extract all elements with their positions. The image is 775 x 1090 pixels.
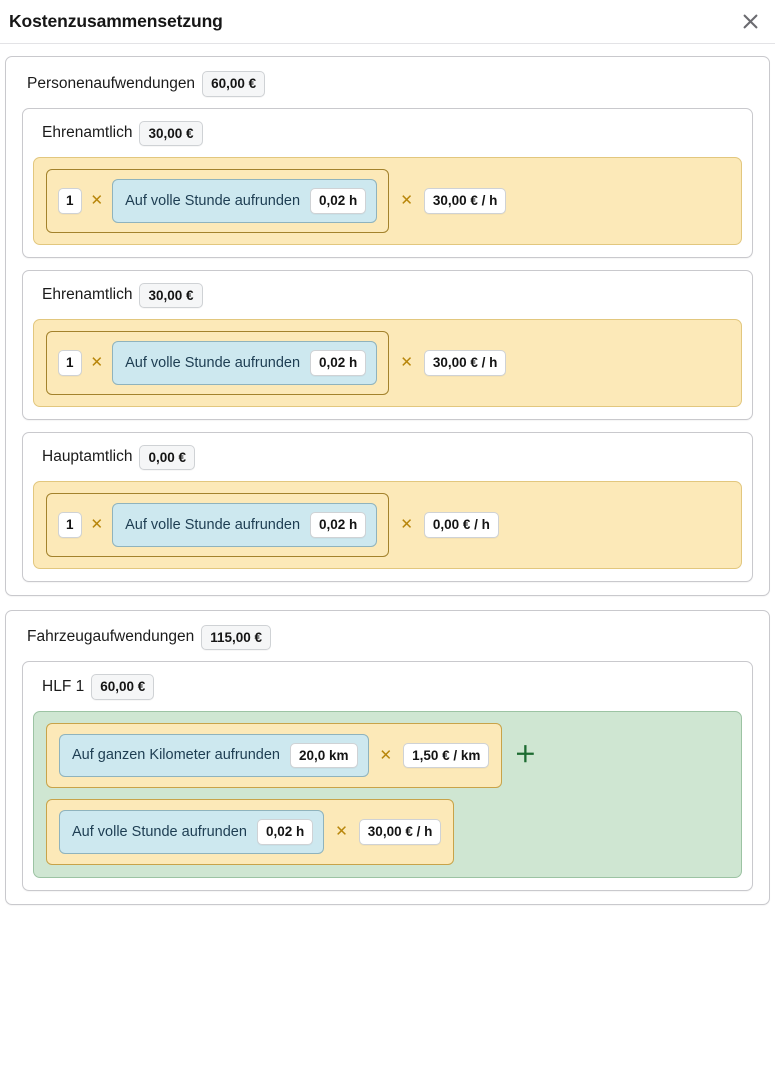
quantity-badge: 1 <box>58 188 82 214</box>
multiply-icon: ✕ <box>90 516 104 534</box>
group-label: Hauptamtlich <box>42 448 133 466</box>
group-heading: Ehrenamtlich 30,00 € <box>42 120 742 147</box>
rate-badge: 1,50 € / km <box>403 742 490 769</box>
vehicle-total-badge: 60,00 € <box>91 674 155 700</box>
rounding-value-badge: 20,0 km <box>289 742 358 769</box>
group-label: Ehrenamtlich <box>42 286 133 304</box>
rounding-label: Auf volle Stunde aufrunden <box>125 516 301 533</box>
group-card: Hauptamtlich 0,00 € 1 ✕ Auf volle Stunde… <box>22 431 753 582</box>
vehicle-heading: HLF 1 60,00 € <box>42 674 742 700</box>
multiply-icon: ✕ <box>400 516 413 534</box>
quantity-badge: 1 <box>58 512 82 538</box>
section-personnel-total: 60,00 € <box>202 71 266 97</box>
quantity-badge: 1 <box>58 350 82 376</box>
rounding-value-badge: 0,02 h <box>310 350 367 376</box>
calculation-row: Auf volle Stunde aufrunden 0,02 h ✕ 30,0… <box>46 799 729 865</box>
plus-icon: ＋ <box>514 742 537 768</box>
calculation-row: 1 ✕ Auf volle Stunde aufrunden 0,02 h ✕ … <box>46 493 729 557</box>
section-personnel-expenses: Personenaufwendungen 60,00 € Ehrenamtlic… <box>5 56 770 596</box>
group-card: Ehrenamtlich 30,00 € 1 ✕ Auf volle Stund… <box>22 269 753 420</box>
vehicle-calculation-panel: Auf ganzen Kilometer aufrunden 20,0 km ✕… <box>33 710 742 878</box>
multiply-icon: ✕ <box>90 354 104 372</box>
section-personnel-label: Personenaufwendungen <box>27 74 196 92</box>
page-title: Kostenzusammensetzung <box>9 10 223 31</box>
vehicle-card: HLF 1 60,00 € Auf ganzen Kilometer aufru… <box>22 661 753 891</box>
calculation-panel: 1 ✕ Auf volle Stunde aufrunden 0,02 h ✕ … <box>33 157 742 245</box>
close-icon-glyph <box>743 14 757 29</box>
group-heading: Ehrenamtlich 30,00 € <box>42 282 742 309</box>
section-vehicle-label: Fahrzeugaufwendungen <box>27 628 195 646</box>
section-personnel-heading: Personenaufwendungen 60,00 € <box>27 71 759 97</box>
rate-badge: 0,00 € / h <box>423 512 499 538</box>
rounding-value-badge: 0,02 h <box>310 188 367 214</box>
term-box: Auf ganzen Kilometer aufrunden 20,0 km ✕… <box>46 722 503 789</box>
rounding-label: Auf volle Stunde aufrunden <box>125 192 301 209</box>
section-vehicle-total: 115,00 € <box>201 624 271 651</box>
rounding-label: Auf volle Stunde aufrunden <box>72 823 247 840</box>
group-total-badge: 0,00 € <box>139 444 196 471</box>
rounding-chip: Auf ganzen Kilometer aufrunden 20,0 km <box>59 733 369 778</box>
term-box: 1 ✕ Auf volle Stunde aufrunden 0,02 h <box>46 331 390 395</box>
vehicle-label: HLF 1 <box>42 677 85 695</box>
group-card: Ehrenamtlich 30,00 € 1 ✕ Auf volle Stund… <box>22 107 753 258</box>
section-vehicle-expenses: Fahrzeugaufwendungen 115,00 € HLF 1 60,0… <box>5 609 770 905</box>
calculation-panel: 1 ✕ Auf volle Stunde aufrunden 0,02 h ✕ … <box>33 481 742 569</box>
rate-badge: 30,00 € / h <box>423 350 507 376</box>
group-label: Ehrenamtlich <box>42 124 133 142</box>
calculation-row: Auf ganzen Kilometer aufrunden 20,0 km ✕… <box>46 722 729 789</box>
group-total-badge: 30,00 € <box>139 282 203 309</box>
multiply-icon: ✕ <box>400 354 413 372</box>
multiply-icon: ✕ <box>335 823 348 841</box>
rounding-label: Auf ganzen Kilometer aufrunden <box>72 747 280 764</box>
modal-body: Personenaufwendungen 60,00 € Ehrenamtlic… <box>0 44 775 905</box>
term-box: 1 ✕ Auf volle Stunde aufrunden 0,02 h <box>46 169 390 233</box>
rounding-chip: Auf volle Stunde aufrunden 0,02 h <box>112 503 378 547</box>
close-icon[interactable] <box>739 11 761 33</box>
term-box: Auf volle Stunde aufrunden 0,02 h ✕ 30,0… <box>46 799 455 865</box>
multiply-icon: ✕ <box>90 192 104 210</box>
modal-header: Kostenzusammensetzung <box>0 0 775 44</box>
rounding-value-badge: 0,02 h <box>310 512 367 538</box>
multiply-icon: ✕ <box>379 746 393 764</box>
calculation-row: 1 ✕ Auf volle Stunde aufrunden 0,02 h ✕ … <box>46 331 729 395</box>
rounding-chip: Auf volle Stunde aufrunden 0,02 h <box>112 341 378 385</box>
rate-badge: 30,00 € / h <box>358 819 442 845</box>
rounding-chip: Auf volle Stunde aufrunden 0,02 h <box>112 179 378 223</box>
group-heading: Hauptamtlich 0,00 € <box>42 444 742 471</box>
term-box: 1 ✕ Auf volle Stunde aufrunden 0,02 h <box>46 493 390 557</box>
rounding-value-badge: 0,02 h <box>256 819 314 845</box>
rounding-label: Auf volle Stunde aufrunden <box>125 354 301 371</box>
calculation-row: 1 ✕ Auf volle Stunde aufrunden 0,02 h ✕ … <box>46 169 729 233</box>
rounding-chip: Auf volle Stunde aufrunden 0,02 h <box>59 810 325 854</box>
calculation-panel: 1 ✕ Auf volle Stunde aufrunden 0,02 h ✕ … <box>33 319 742 407</box>
group-total-badge: 30,00 € <box>139 120 203 147</box>
section-vehicle-heading: Fahrzeugaufwendungen 115,00 € <box>27 624 759 651</box>
multiply-icon: ✕ <box>400 192 413 210</box>
rate-badge: 30,00 € / h <box>423 188 507 214</box>
